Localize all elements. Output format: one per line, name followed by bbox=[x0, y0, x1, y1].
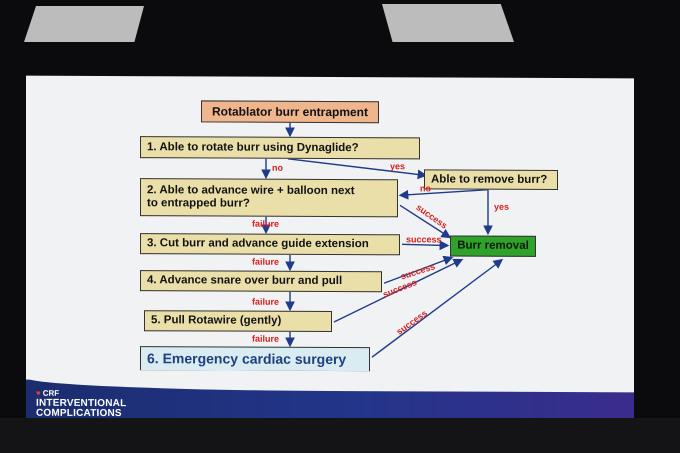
step-5-box: 5. Pull Rotawire (gently) bbox=[144, 310, 332, 333]
label-no-q3: no bbox=[420, 183, 431, 194]
arrow-s6-success bbox=[371, 258, 504, 358]
brand-logo: ♥CRF INTERVENTIONAL COMPLICATIONS bbox=[36, 389, 126, 419]
arrow-s4-success bbox=[383, 255, 454, 284]
step-1-box: 1. Able to rotate burr using Dynaglide? bbox=[140, 136, 420, 160]
ceiling-light-right bbox=[382, 4, 514, 42]
label-failure-1: failure bbox=[252, 218, 280, 229]
step-2-text-line1: 2. Able to advance wire + balloon next bbox=[147, 184, 355, 198]
step-5-text: 5. Pull Rotawire (gently) bbox=[151, 314, 282, 327]
burr-removal-text: Burr removal bbox=[457, 239, 529, 252]
label-yes-q1: yes bbox=[390, 161, 406, 172]
flow-arrows bbox=[261, 122, 504, 358]
start-box: Rotablator burr entrapment bbox=[201, 100, 379, 124]
arrow-q1-to-q3 bbox=[287, 158, 428, 180]
arrow-q2-success bbox=[399, 204, 452, 239]
step-4-box: 4. Advance snare over burr and pull bbox=[140, 270, 382, 293]
step-2-box: 2. Able to advance wire + balloon next t… bbox=[140, 178, 398, 218]
step-3-box: 3. Cut burr and advance guide extension bbox=[140, 233, 400, 256]
remove-burr-question-box: Able to remove burr? bbox=[424, 169, 558, 190]
arrow-q3-no-to-q2 bbox=[398, 188, 489, 200]
label-no-q1: no bbox=[272, 162, 283, 173]
label-success-s3: success bbox=[406, 234, 442, 245]
remove-burr-question-text: Able to remove burr? bbox=[431, 172, 548, 186]
label-yes-q3: yes bbox=[494, 201, 510, 212]
step-2-text-line2: to entrapped burr? bbox=[147, 197, 250, 210]
label-failure-2: failure bbox=[252, 256, 280, 267]
arrow-s5-success bbox=[333, 258, 464, 323]
start-text: Rotablator burr entrapment bbox=[211, 103, 368, 119]
step-6-text: 6. Emergency cardiac surgery bbox=[147, 350, 347, 368]
step-4-text: 4. Advance snare over burr and pull bbox=[147, 274, 343, 288]
burr-removal-box: Burr removal bbox=[450, 235, 536, 257]
projected-slide: Rotablator burr entrapment 1. Able to ro… bbox=[26, 75, 634, 429]
arrow-s3-success bbox=[401, 240, 450, 251]
audience-silhouette bbox=[0, 418, 680, 453]
ceiling-light-left bbox=[24, 6, 144, 42]
step-6-box: 6. Emergency cardiac surgery bbox=[140, 346, 370, 373]
label-failure-4: failure bbox=[252, 333, 280, 344]
label-failure-3: failure bbox=[252, 296, 280, 307]
step-3-text: 3. Cut burr and advance guide extension bbox=[147, 237, 369, 251]
step-1-text: 1. Able to rotate burr using Dynaglide? bbox=[147, 140, 359, 154]
